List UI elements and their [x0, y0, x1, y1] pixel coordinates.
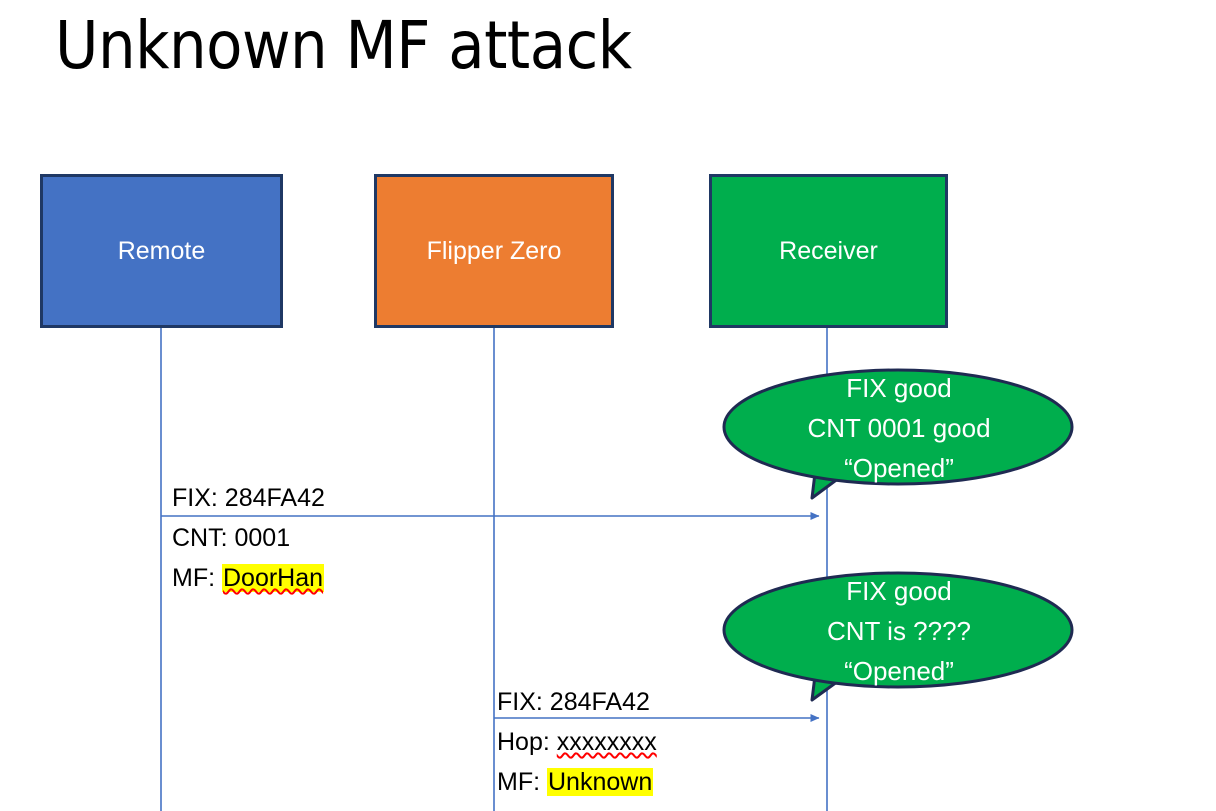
speech-bubble-2-text: FIX good CNT is ???? “Opened” — [727, 571, 1071, 691]
message-line-value: 284FA42 — [224, 484, 325, 512]
actor-box-flipper[interactable]: Flipper Zero — [374, 174, 614, 328]
message-line-label: MF: — [172, 564, 222, 592]
message-line-label: MF: — [497, 768, 547, 796]
actor-label-flipper: Flipper Zero — [426, 236, 562, 265]
bubble-line: FIX good — [846, 373, 952, 403]
message-line-label: FIX: — [497, 688, 550, 716]
actor-label-receiver: Receiver — [779, 236, 878, 265]
message-line-label: Hop: — [497, 728, 557, 756]
message-line-label: FIX: — [172, 484, 225, 512]
message-line: FIX: 284FA42 — [497, 682, 657, 722]
message-line: Hop: xxxxxxxx — [497, 722, 657, 762]
message-label-block-1: FIX: 284FA42 CNT: 0001 MF: DoorHan — [172, 478, 325, 598]
speech-bubble-1-text: FIX good CNT 0001 good “Opened” — [727, 368, 1071, 488]
message-line: MF: DoorHan — [172, 558, 325, 598]
message-line: MF: Unknown — [497, 762, 657, 802]
bubble-line: “Opened” — [844, 453, 954, 483]
bubble-line: “Opened” — [844, 656, 954, 686]
page-title: Unknown MF attack — [55, 7, 632, 84]
bubble-line: CNT 0001 good — [807, 413, 991, 443]
actor-label-remote: Remote — [117, 236, 206, 265]
message-label-block-2: FIX: 284FA42 Hop: xxxxxxxx MF: Unknown — [497, 682, 657, 802]
message-line-value-spellchecked: xxxxxxxx — [556, 728, 657, 756]
message-line: FIX: 284FA42 — [172, 478, 325, 518]
actor-box-remote[interactable]: Remote — [40, 174, 283, 328]
message-line-value-highlighted: DoorHan — [222, 564, 325, 592]
message-line-value: 284FA42 — [549, 688, 650, 716]
message-line-label: CNT: — [172, 524, 235, 552]
message-line-value: 0001 — [234, 524, 291, 552]
bubble-line: FIX good — [846, 576, 952, 606]
message-line: CNT: 0001 — [172, 518, 325, 558]
message-line-value-highlighted: Unknown — [547, 768, 654, 796]
actor-box-receiver[interactable]: Receiver — [709, 174, 948, 328]
bubble-line: CNT is ???? — [826, 616, 972, 646]
